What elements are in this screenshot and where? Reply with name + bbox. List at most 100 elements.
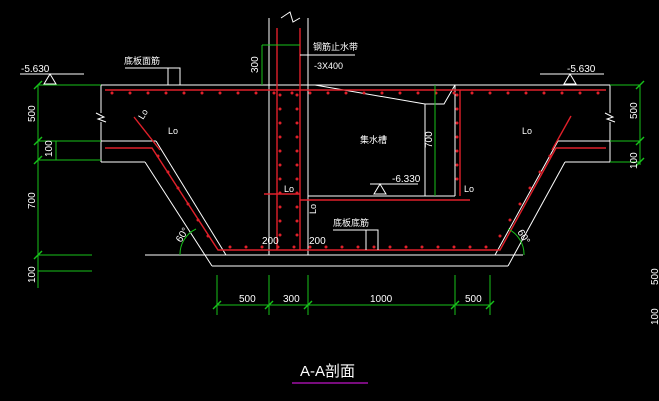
rebar-dot (295, 93, 299, 97)
rebar-dot (276, 245, 280, 249)
label-bottom-reinforcement: 底板底筋 (333, 217, 369, 228)
rebar-dot (455, 163, 459, 167)
rebar-dot (278, 177, 282, 181)
rebar (105, 28, 606, 251)
lap-label-pit: Lo (464, 184, 474, 194)
rebar-dot (295, 219, 299, 223)
label-top-reinforcement: 底板面筋 (124, 55, 160, 66)
lap-label-slope: Lo (136, 107, 150, 121)
rebar-dot (244, 245, 248, 249)
rebar-dot (295, 121, 299, 125)
rebar-dot (128, 91, 132, 95)
rebar-dot (186, 202, 190, 206)
rebar-dot (295, 233, 299, 237)
rebar-dot (498, 234, 502, 238)
rebar-dot (295, 205, 299, 209)
rebar-dot (228, 245, 232, 249)
angle-left: 60° (174, 226, 191, 245)
level-right-top: -5.630 (567, 64, 596, 75)
rebar-dot (455, 93, 459, 97)
dim-bottom-1000: 1000 (370, 294, 393, 305)
dim-left-500: 500 (27, 105, 38, 122)
rebar-dot (356, 245, 360, 249)
rebar-dot (278, 121, 282, 125)
label-top-wall-rebar: 钢筋止水带 (313, 41, 358, 52)
rebar-dot (344, 91, 348, 95)
rebar-dot (278, 191, 282, 195)
rebar-dot (182, 91, 186, 95)
rebar-dot (398, 91, 402, 95)
rebar-dot (324, 245, 328, 249)
rebar-dot (488, 91, 492, 95)
dim-left-100: 100 (44, 140, 55, 157)
rebar-dot (308, 91, 312, 95)
rebar-dots (110, 91, 600, 249)
level-pit-bottom: -6.330 (392, 174, 421, 185)
rebar-dot (596, 91, 600, 95)
label-sump: 集水槽 (360, 134, 387, 145)
rebar-dot (362, 91, 366, 95)
rebar-dot (278, 107, 282, 111)
rebar-dot (560, 91, 564, 95)
dim-bar-200-right: 200 (309, 236, 326, 247)
dim-bottom-500-left: 500 (239, 294, 256, 305)
dim-bottom-300: 300 (283, 294, 300, 305)
rebar-dot (340, 245, 344, 249)
rebar-dot (278, 233, 282, 237)
rebar-dot (110, 91, 114, 95)
rebar-dot (176, 186, 180, 190)
angle-right: 60° (514, 228, 531, 247)
dim-inner-700: 700 (424, 131, 435, 148)
rebar-dot (200, 91, 204, 95)
dim-bottom-500-right: 500 (465, 294, 482, 305)
rebar-dot (278, 219, 282, 223)
rebar-dot (470, 91, 474, 95)
rebar-dot (218, 91, 222, 95)
rebar-dot (278, 205, 282, 209)
rebar-dot (290, 91, 294, 95)
rebar-dot (455, 177, 459, 181)
rebar-dot (455, 149, 459, 153)
rebar-dot (278, 163, 282, 167)
rebar-dot (420, 245, 424, 249)
rebar-dot (295, 177, 299, 181)
rebar-dot (542, 91, 546, 95)
rebar-dot (506, 91, 510, 95)
label-wall-size: -3X400 (314, 61, 343, 71)
rebar-dot (308, 245, 312, 249)
rebar-dot (326, 91, 330, 95)
rebar-dot (388, 245, 392, 249)
rebar-dot (372, 245, 376, 249)
dimension-ticks (33, 80, 645, 310)
rebar-dot (292, 245, 296, 249)
lap-label-vertical: Lo (308, 204, 318, 214)
rebar-dot (164, 91, 168, 95)
rebar-dot (260, 245, 264, 249)
concrete-outline (100, 18, 611, 267)
rebar-dot (518, 202, 522, 206)
rebar-dot (196, 218, 200, 222)
rebar-dot (272, 91, 276, 95)
dim-right-500: 500 (629, 102, 640, 119)
rebar-dot (156, 154, 160, 158)
rebar-dot (278, 135, 282, 139)
rebar-dot (295, 107, 299, 111)
dimension-lines (37, 44, 641, 315)
rebar-dot (528, 186, 532, 190)
lap-label-right: Lo (522, 126, 532, 136)
rebar-dot (295, 191, 299, 195)
rebar-dot (578, 91, 582, 95)
dim-top-300: 300 (250, 56, 261, 73)
rebar-dot (436, 245, 440, 249)
rebar-dot (236, 91, 240, 95)
dim-right-far-a: 500 (650, 268, 659, 285)
break-markers (95, 11, 616, 123)
rebar-dot (416, 91, 420, 95)
rebar-dot (206, 234, 210, 238)
leader-lines (125, 54, 379, 250)
rebar-dot (484, 245, 488, 249)
dim-right-far-b: 100 (650, 308, 659, 325)
rebar-dot (254, 91, 258, 95)
rebar-dot (278, 93, 282, 97)
